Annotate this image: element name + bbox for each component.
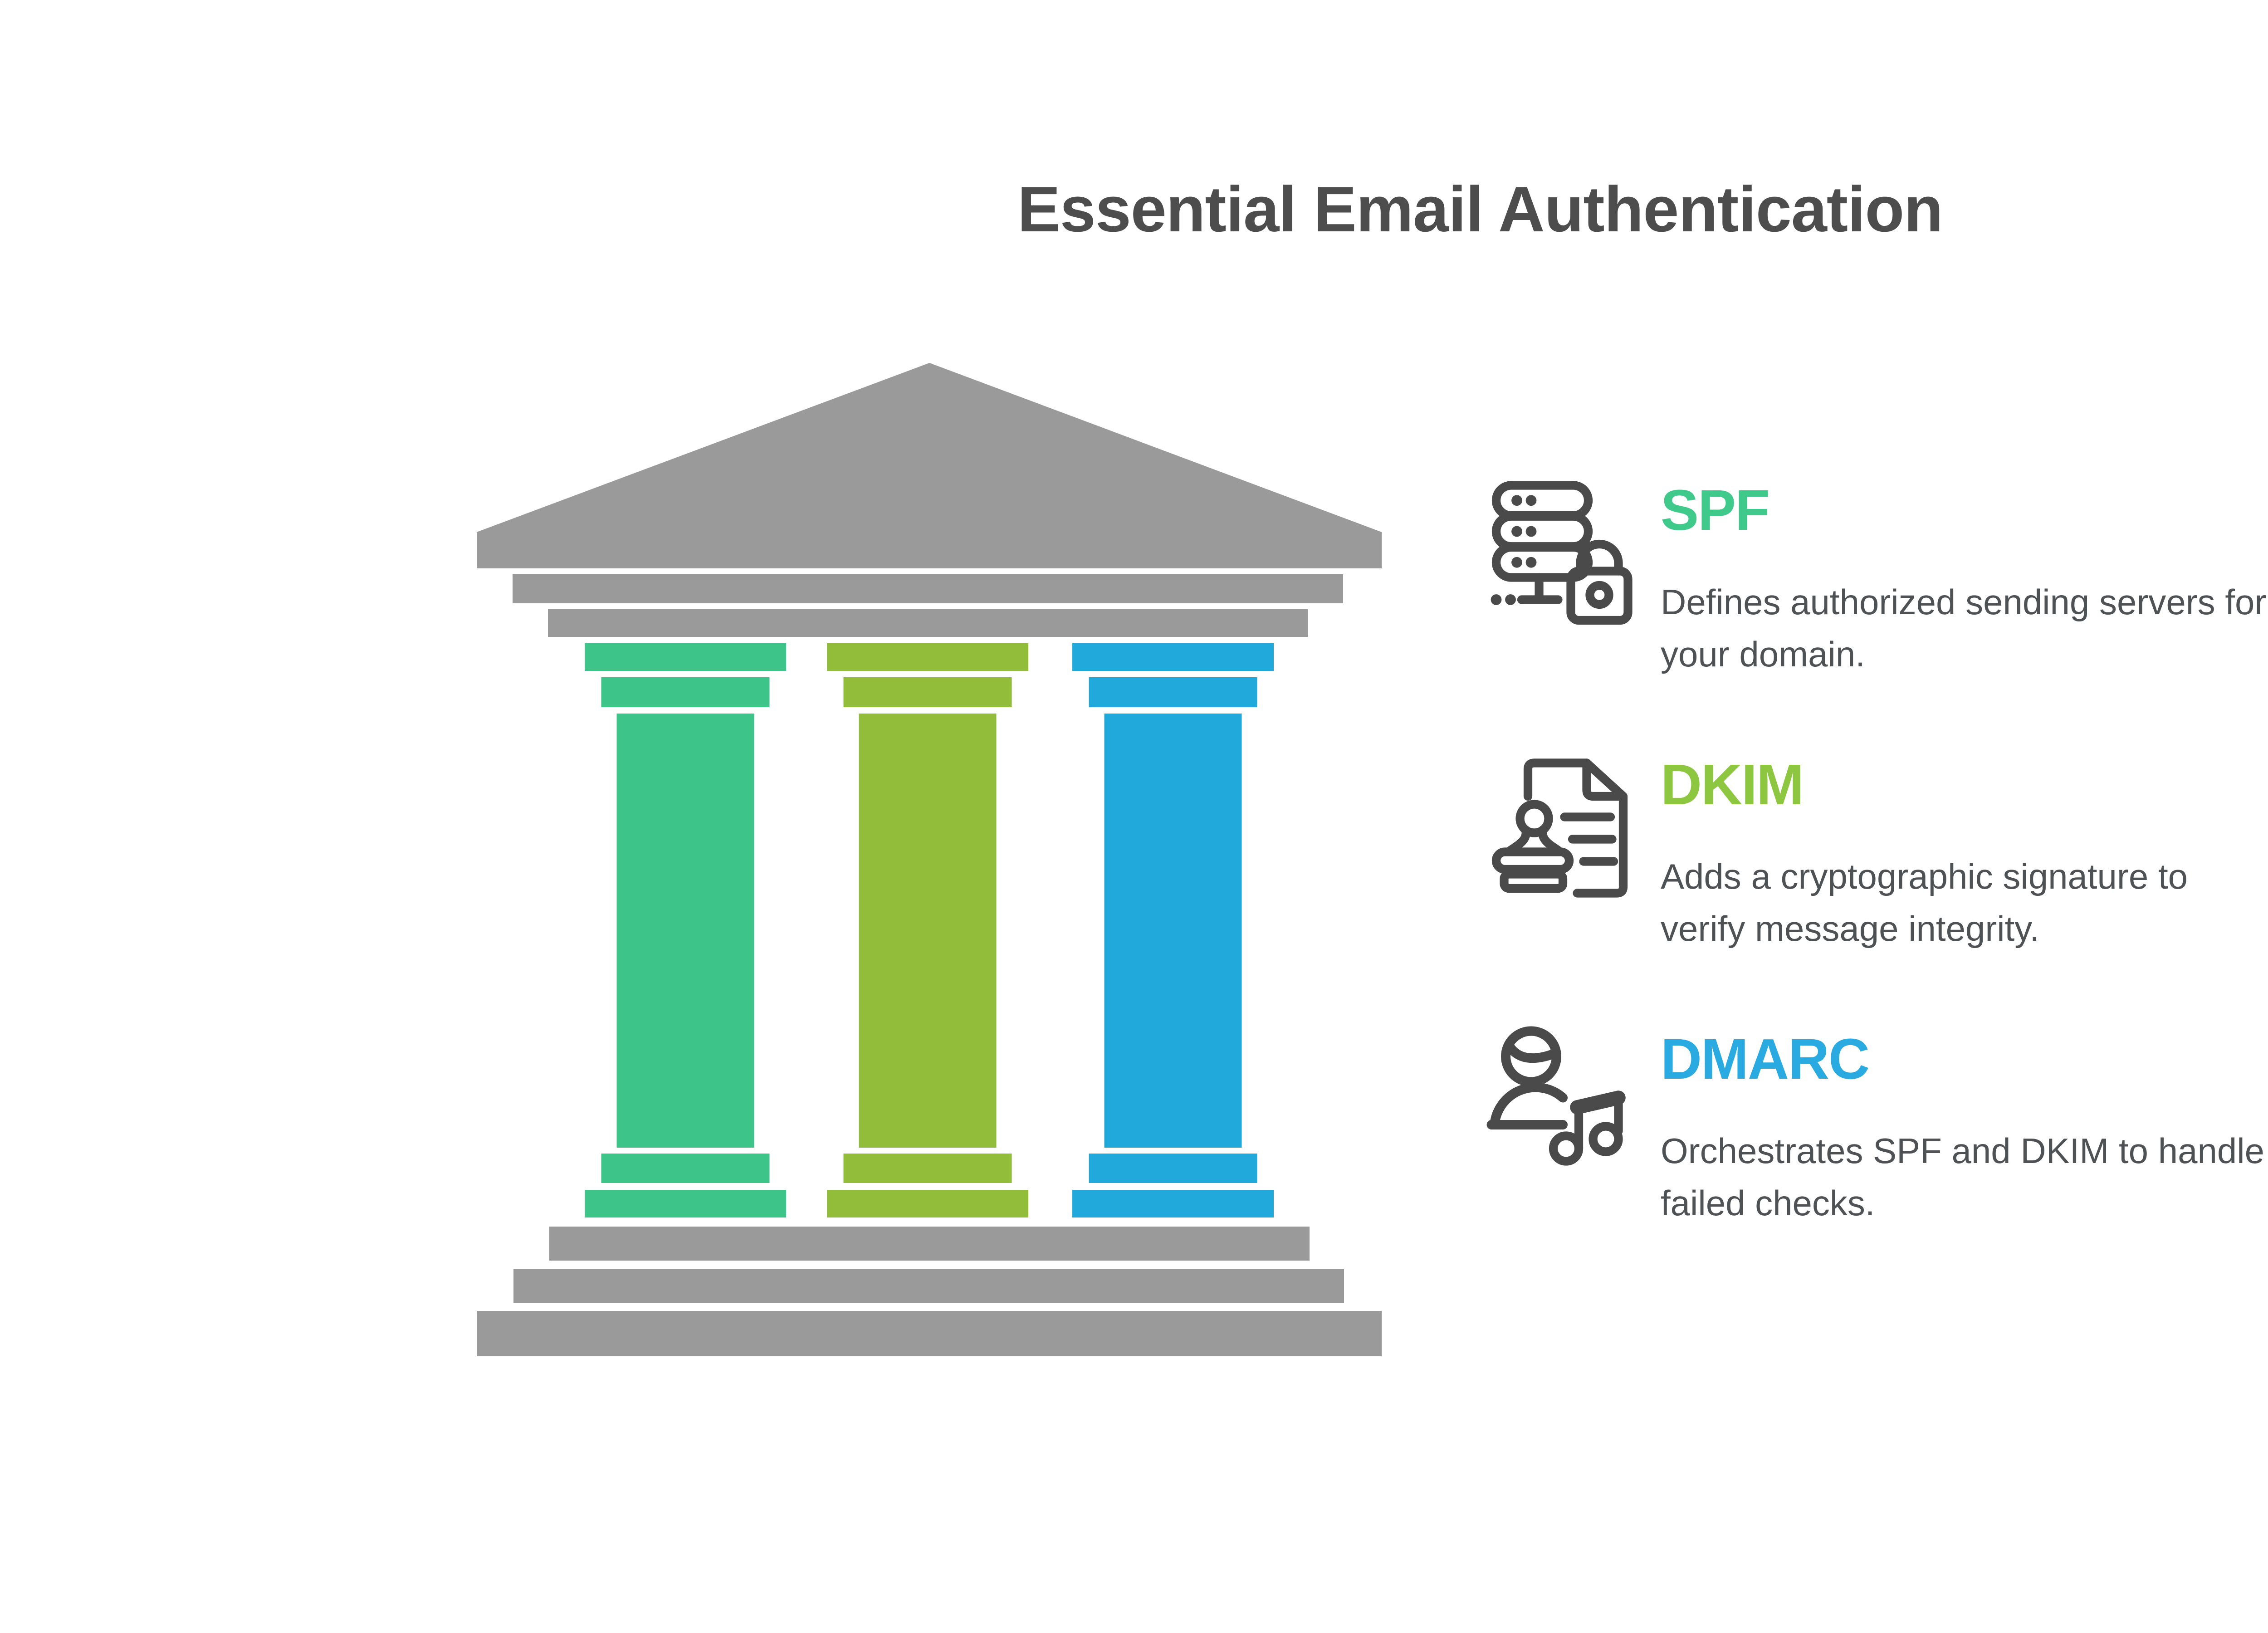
pillar-base-lower — [585, 1190, 786, 1217]
temple-pediment — [477, 363, 1382, 568]
pillar-capital-lower — [601, 677, 770, 707]
pillar-capital-lower — [843, 677, 1012, 707]
spf-title: SPF — [1661, 478, 1770, 542]
pillar-shaft — [859, 714, 997, 1148]
dmarc-description: Orchestrates SPF and DKIM to handle fail… — [1661, 1131, 2264, 1223]
page-title: Essential Email Authentication — [1017, 173, 1943, 246]
temple-step-top — [549, 1227, 1310, 1261]
dkim-title: DKIM — [1661, 753, 1804, 816]
dmarc-pillar — [1072, 643, 1274, 1217]
pillar-capital-lower — [1089, 677, 1257, 707]
pillar-base-upper — [601, 1154, 770, 1183]
conductor-music-icon — [1476, 1022, 1634, 1180]
section-dmarc: DMARC Orchestrates SPF and DKIM to handl… — [1476, 1025, 2268, 1252]
dmarc-title: DMARC — [1661, 1027, 1870, 1091]
pillar-capital-top — [1072, 643, 1274, 671]
temple-frieze-bar — [548, 609, 1308, 637]
section-spf: SPF Defines authorized sending servers f… — [1476, 476, 2268, 703]
temple-step-bottom — [477, 1311, 1382, 1356]
pillar-capital-top — [827, 643, 1028, 671]
pillar-base-upper — [1089, 1154, 1257, 1183]
stamp-document-icon — [1476, 747, 1634, 906]
server-lock-icon — [1476, 473, 1634, 631]
pillar-capital-top — [585, 643, 786, 671]
dkim-pillar — [827, 643, 1028, 1217]
pillar-shaft — [1104, 714, 1242, 1148]
spf-description: Defines authorized sending servers for y… — [1661, 582, 2267, 674]
section-dkim: DKIM Adds a cryptographic signature to v… — [1476, 751, 2268, 978]
pillar-base-lower — [827, 1190, 1028, 1217]
temple-illustration — [477, 363, 1382, 1359]
dkim-description: Adds a cryptographic signature to verify… — [1661, 856, 2188, 949]
pillar-shaft — [616, 714, 754, 1148]
temple-architrave-bar — [513, 574, 1343, 603]
pillar-base-lower — [1072, 1190, 1274, 1217]
temple-step-middle — [513, 1269, 1344, 1303]
pillar-base-upper — [843, 1154, 1012, 1183]
spf-pillar — [585, 643, 786, 1217]
